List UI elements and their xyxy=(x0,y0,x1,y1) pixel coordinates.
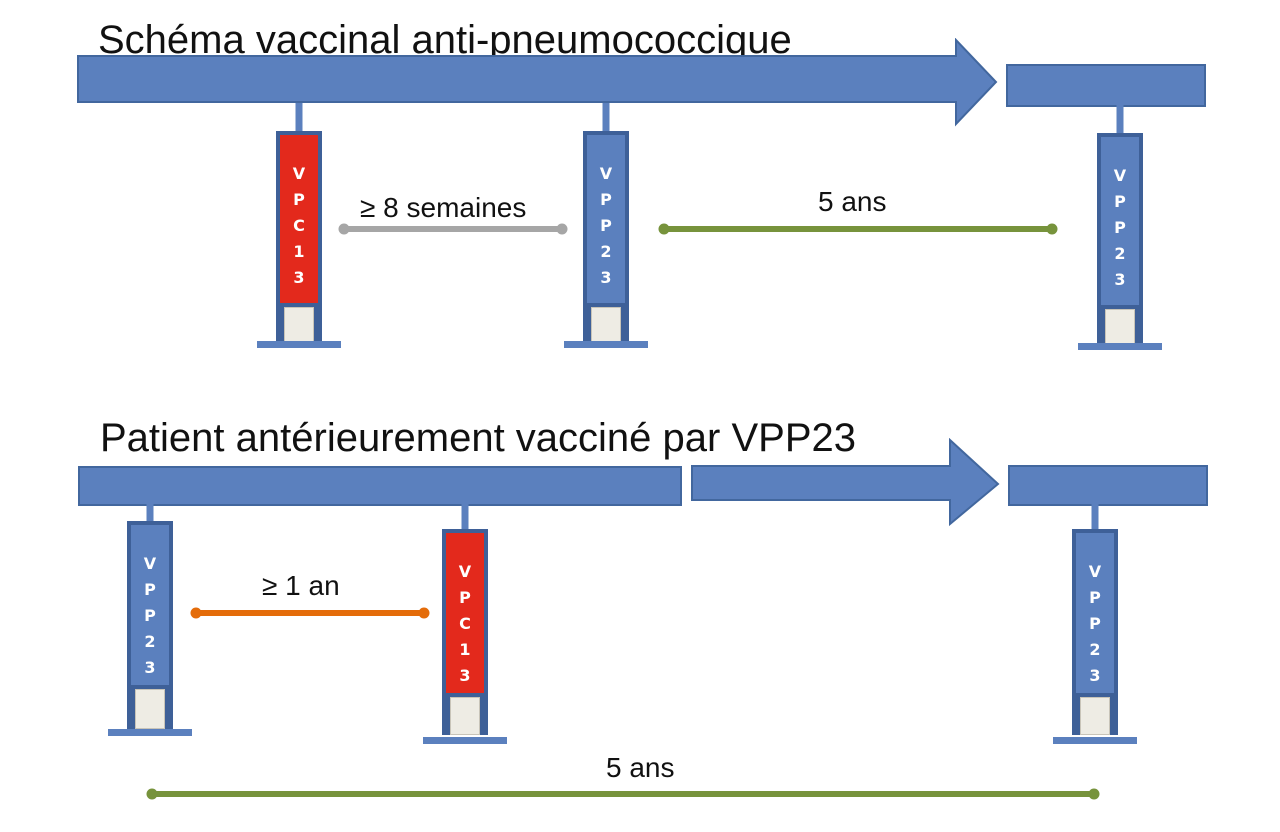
syringe-letter: 2 xyxy=(1114,244,1126,263)
syringe-letter: 3 xyxy=(459,666,471,685)
section1-syringe-vpp23-a: V P P 2 3 xyxy=(564,103,648,348)
syringe-letter: V xyxy=(1113,166,1127,185)
syringe-letter: P xyxy=(1089,614,1101,633)
section2-syringe-vpc13: V P C 1 3 xyxy=(423,503,507,748)
syringe-letter: 3 xyxy=(1114,270,1126,289)
syringe-letter: V xyxy=(599,164,613,183)
section2-timeline-bar-left xyxy=(78,466,682,506)
section2-interval-2-label: 5 ans xyxy=(606,752,675,783)
section2-interval-1-label: ≥ 1 an xyxy=(262,570,340,601)
syringe-letter: 3 xyxy=(600,268,612,287)
section1-interval-1-arrow xyxy=(338,223,568,235)
syringe-letter: 1 xyxy=(293,242,305,261)
syringe-letter: 3 xyxy=(1089,666,1101,685)
section1-syringe-vpc13: V P C 1 3 xyxy=(257,103,341,348)
syringe-letter: 2 xyxy=(1089,640,1101,659)
syringe-letter: P xyxy=(1089,588,1101,607)
section2-interval-2-arrow xyxy=(146,788,1100,800)
section2-syringe-vpp23-b: V P P 2 3 xyxy=(1053,503,1137,748)
syringe-letter: 3 xyxy=(144,658,156,677)
syringe-letter: V xyxy=(143,554,157,573)
syringe-letter: P xyxy=(144,606,156,625)
syringe-letter: V xyxy=(1088,562,1102,581)
section2-timeline-bar-end xyxy=(1008,465,1208,506)
section2-title: Patient antérieurement vacciné par VPP23 xyxy=(100,416,856,460)
syringe-letter: P xyxy=(1114,218,1126,237)
section1-interval-1-label: ≥ 8 semaines xyxy=(360,192,527,223)
section1-title: Schéma vaccinal anti-pneumococcique xyxy=(98,18,792,62)
syringe-letter: P xyxy=(459,588,471,607)
section2-timeline-arrow xyxy=(691,438,1000,527)
section1-interval-2-label: 5 ans xyxy=(818,186,887,217)
syringe-letter: P xyxy=(293,190,305,209)
syringe-letter: V xyxy=(292,164,306,183)
section1-timeline-bar-end xyxy=(1006,64,1206,107)
syringe-letter: 3 xyxy=(293,268,305,287)
syringe-letter: 1 xyxy=(459,640,471,659)
section2-syringe-vpp23-a: V P P 2 3 xyxy=(108,503,192,743)
section1-interval-2-arrow xyxy=(658,223,1058,235)
syringe-letter: V xyxy=(458,562,472,581)
section1-syringe-vpp23-b: V P P 2 3 xyxy=(1078,105,1162,350)
syringe-letter: C xyxy=(293,216,305,235)
syringe-letter: P xyxy=(600,216,612,235)
syringe-letter: 2 xyxy=(144,632,156,651)
section1-timeline-arrow xyxy=(77,38,998,127)
syringe-letter: P xyxy=(600,190,612,209)
syringe-letter: P xyxy=(1114,192,1126,211)
syringe-letter: 2 xyxy=(600,242,612,261)
syringe-letter: P xyxy=(144,580,156,599)
section2-interval-1-arrow xyxy=(190,607,430,619)
syringe-letter: C xyxy=(459,614,471,633)
